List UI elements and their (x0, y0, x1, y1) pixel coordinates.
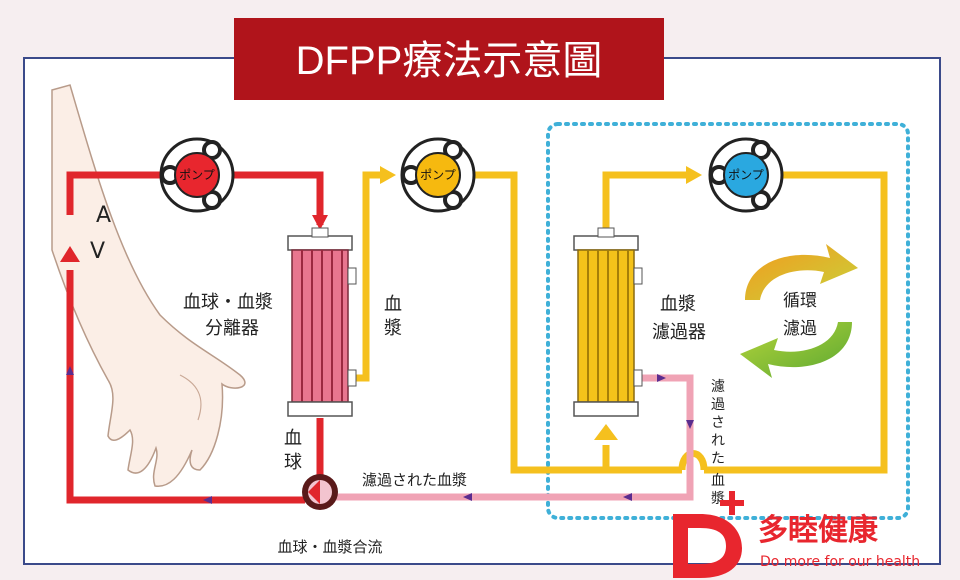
plasma-arrow-2 (686, 166, 702, 184)
blood-line-return (66, 270, 305, 504)
brand-tagline: Do more for our health (760, 554, 920, 570)
filtered-arrow-left-2 (463, 493, 472, 501)
flow-arrow-up (66, 366, 74, 375)
title-banner (234, 18, 664, 100)
pump-label: ポンプ (179, 168, 215, 182)
vertical-char: れ (711, 433, 725, 449)
plasma-line-1 (348, 171, 385, 382)
merge-valve (302, 474, 338, 510)
brand-name: 多睦健康 (758, 513, 879, 548)
vertical-char: た (711, 451, 725, 467)
circulation-label-2: 濾過 (783, 319, 817, 339)
circulation-icon: 循環 濾過 (740, 244, 858, 378)
diagram-frame (23, 57, 941, 565)
filtered-arrow-left-1 (623, 493, 632, 501)
separator-label-2: 分離器 (205, 318, 259, 339)
arm-illustration (51, 84, 246, 487)
pump-red: ポンプ (159, 137, 235, 213)
artery-label: A (96, 203, 111, 228)
filter-device (573, 227, 643, 417)
plasma-arrow-1 (380, 166, 396, 184)
plasma-label-2: 漿 (384, 318, 402, 339)
circulation-label-1: 循環 (783, 291, 817, 311)
filtered-plasma-vertical-label: 濾 過 さ れ た 血 漿 (711, 379, 725, 507)
brand-logo: 多睦健康 Do more for our health (673, 491, 920, 578)
blood-cells-label-1: 血 (284, 428, 302, 449)
page-title: DFPP療法示意圖 (296, 39, 603, 83)
plasma-circulation-loop (704, 171, 888, 474)
vertical-char: 血 (711, 473, 725, 489)
pump-blue: ポンプ (708, 137, 784, 213)
merge-label: 血球・血漿合流 (277, 538, 382, 556)
filtered-arrow-down (686, 420, 694, 429)
plasma-line-2 (470, 171, 682, 474)
vein-label: V (90, 239, 105, 264)
pump-label: ポンプ (728, 168, 764, 182)
filter-label-1: 血漿 (660, 294, 696, 315)
circulation-filter-zone (546, 122, 910, 520)
filtered-plasma-label: 濾過された血漿 (362, 471, 467, 489)
filtered-arrow-right (657, 374, 666, 382)
blood-cells-label-2: 球 (284, 452, 302, 473)
separator-label-1: 血球・血漿 (183, 292, 273, 313)
return-arrow-up (60, 246, 80, 262)
filter-label-2: 濾過器 (652, 322, 706, 343)
separator-device (287, 227, 357, 417)
flow-arrow-left (203, 496, 212, 504)
pump-yellow: ポンプ (400, 137, 476, 213)
blood-arrow-in (312, 215, 328, 230)
pump-label: ポンプ (420, 168, 456, 182)
vertical-char: 濾 (711, 379, 725, 395)
brand-d-mark (673, 514, 742, 578)
filter-inlet-arrow (594, 424, 618, 440)
filter-top-line (602, 171, 690, 230)
vertical-char: さ (711, 415, 725, 431)
vertical-char: 過 (711, 397, 725, 413)
plasma-label-1: 血 (384, 294, 402, 315)
